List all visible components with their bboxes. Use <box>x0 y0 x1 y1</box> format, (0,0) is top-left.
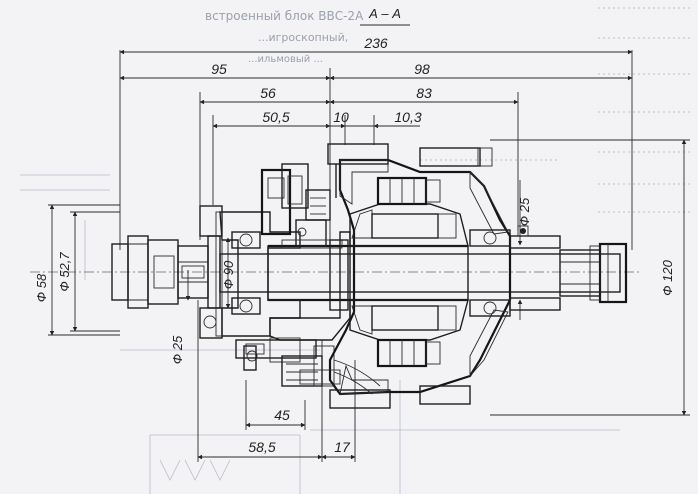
dim-45: 45 <box>274 407 290 423</box>
dim-dia120: Ф 120 <box>660 259 675 295</box>
dim-left-95: 95 <box>211 61 227 77</box>
dim-overall: 236 <box>363 35 388 51</box>
bleed-text-3: ...ильмовый ... <box>248 54 323 65</box>
dim-dia52-7: Ф 52,7 <box>57 252 72 292</box>
dim-dia25-right: Ф 25 <box>517 197 532 226</box>
bleed-through-layer: встроенный блок ВВС-2А ...игроскопный, .… <box>20 7 690 494</box>
dim-83: 83 <box>416 85 432 101</box>
dim-50-5: 50,5 <box>262 109 289 125</box>
extension-lines <box>48 50 690 462</box>
dim-17: 17 <box>334 439 351 455</box>
bottom-connector <box>243 345 381 395</box>
left-coupling <box>111 205 223 339</box>
dim-dia58: Ф 58 <box>34 273 49 302</box>
middle-housing <box>235 231 351 387</box>
generator-housing <box>327 143 512 409</box>
dim-dia90: Ф 90 <box>221 260 236 289</box>
top-sensor-block <box>260 163 343 249</box>
dim-dia25-left: Ф 25 <box>170 335 185 364</box>
rotor-stator <box>349 176 469 368</box>
dim-58-5: 58,5 <box>248 439 275 455</box>
dim-right-98: 98 <box>414 61 430 77</box>
dim-10-3: 10,3 <box>394 109 421 125</box>
bleed-text-2: ...игроскопный, <box>258 31 348 44</box>
dim-56: 56 <box>260 85 276 101</box>
dimension-lines <box>49 49 687 460</box>
section-title: А – А <box>368 6 401 21</box>
main-shaft <box>219 242 628 304</box>
dim-10: 10 <box>333 109 349 125</box>
bleed-text-1: встроенный блок ВВС-2А <box>205 9 364 23</box>
right-bearing <box>469 225 561 317</box>
dimension-labels: 236 95 98 56 83 50,5 10 10,3 45 58,5 17 … <box>34 35 675 455</box>
